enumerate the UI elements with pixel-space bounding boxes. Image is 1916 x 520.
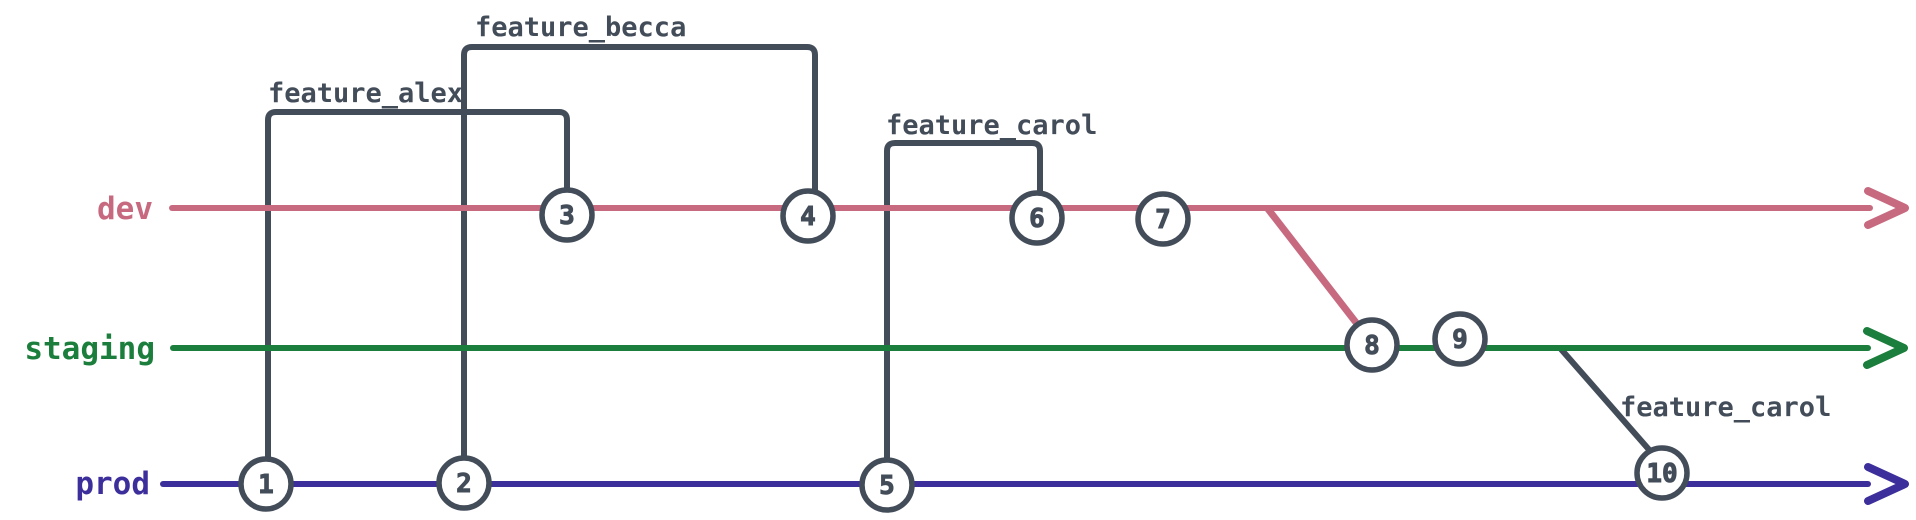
- commit-node-9: 9: [1432, 311, 1488, 367]
- feature-carol-label: feature_carol: [886, 110, 1097, 141]
- commit-number: 5: [879, 471, 895, 501]
- feature-becca-line: [461, 44, 818, 461]
- commit-number: 4: [800, 202, 816, 232]
- commit-circle: [436, 455, 492, 511]
- staging-arrow-icon: [1863, 327, 1908, 369]
- commit-number: 10: [1646, 459, 1677, 489]
- commit-number: 1: [258, 470, 274, 500]
- feature-carol-branch-label: feature_carol: [1620, 392, 1831, 423]
- commit-number: 7: [1155, 205, 1171, 235]
- commit-circle: [1009, 190, 1065, 246]
- feature-carol-branch-line: [1557, 345, 1662, 464]
- branch-label-dev: dev: [97, 191, 153, 227]
- feature-lines: [265, 44, 1662, 464]
- commit-nodes: 1 2 3 4 5 6 7 8: [238, 187, 1690, 513]
- commit-number: 8: [1364, 331, 1380, 361]
- commit-node-10: 10: [1634, 445, 1690, 501]
- commit-circle: [1135, 191, 1191, 247]
- dev-arrow-icon: [1864, 187, 1909, 229]
- commit-node-7: 7: [1135, 191, 1191, 247]
- commit-number: 2: [456, 469, 472, 499]
- commit-node-1: 1: [238, 456, 294, 512]
- commit-node-3: 3: [539, 187, 595, 243]
- branch-label-staging: staging: [24, 331, 155, 367]
- commit-number: 6: [1029, 204, 1045, 234]
- feature-labels: feature_alex feature_becca feature_carol…: [268, 12, 1831, 423]
- commit-number: 9: [1452, 325, 1468, 355]
- commit-node-6: 6: [1009, 190, 1065, 246]
- commit-circle: [1432, 311, 1488, 367]
- feature-alex-line: [265, 109, 570, 461]
- branch-label-prod: prod: [75, 466, 150, 502]
- feature-alex-label: feature_alex: [268, 78, 463, 109]
- feature-becca-label: feature_becca: [475, 12, 686, 43]
- commit-circle: [1344, 317, 1400, 373]
- commit-number: 3: [559, 201, 575, 231]
- commit-node-4: 4: [780, 188, 836, 244]
- commit-circle: [859, 457, 915, 513]
- commit-node-8: 8: [1344, 317, 1400, 373]
- commit-circle: [238, 456, 294, 512]
- commit-node-2: 2: [436, 455, 492, 511]
- feature-carol-line: [884, 140, 1043, 463]
- dev-to-staging-merge-line: [1264, 205, 1372, 342]
- commit-circle: [1634, 445, 1690, 501]
- commit-circle: [780, 188, 836, 244]
- prod-arrow-icon: [1864, 463, 1909, 505]
- branch-labels: dev staging prod: [24, 191, 155, 502]
- commit-node-5: 5: [859, 457, 915, 513]
- commit-circle: [539, 187, 595, 243]
